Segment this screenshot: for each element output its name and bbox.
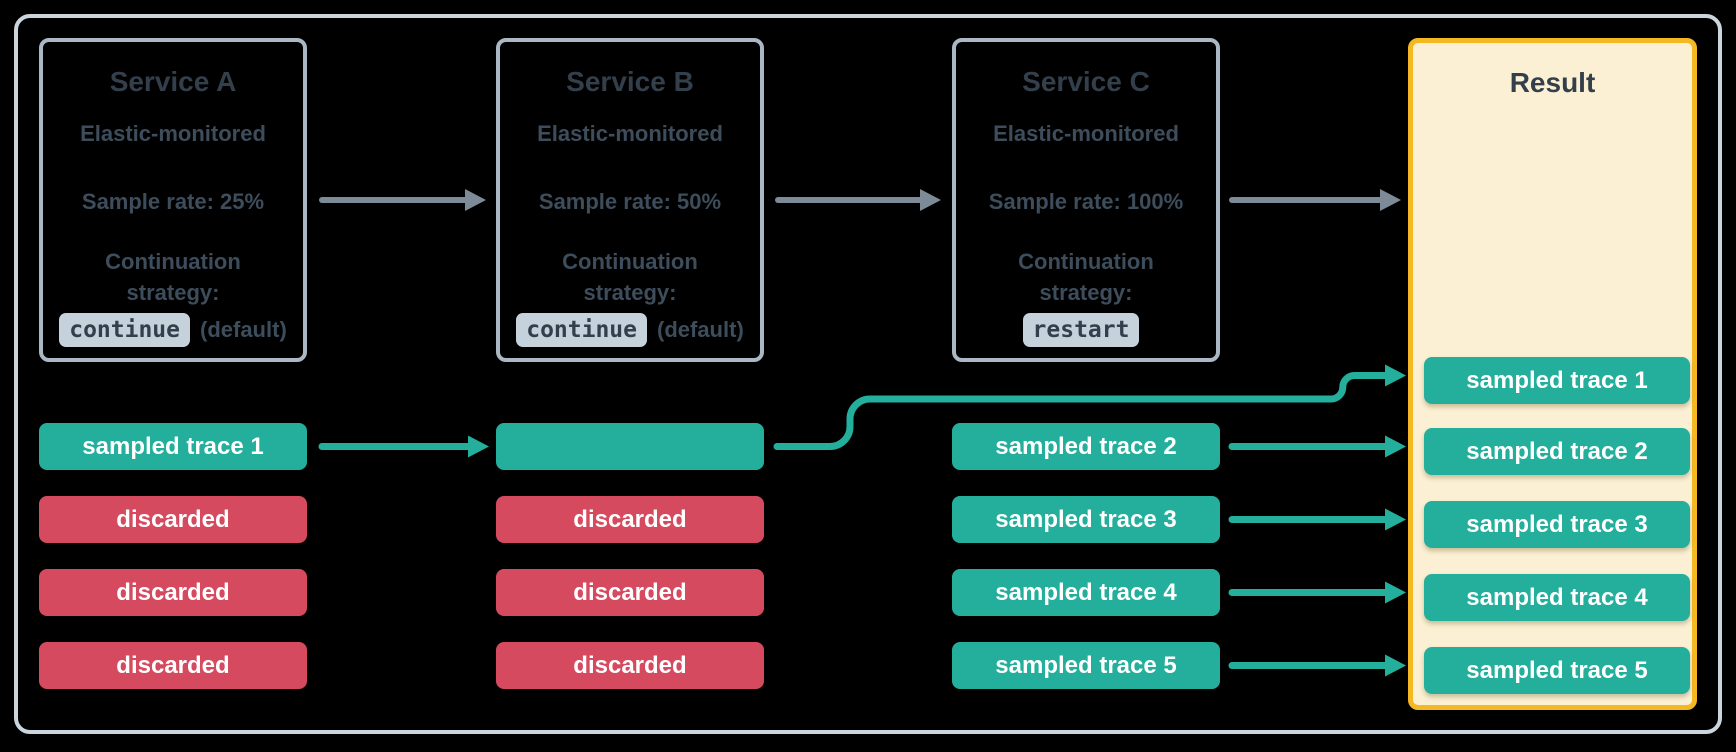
trace-chip: discarded: [496, 569, 764, 616]
service-c-continuation-label: Continuation strategy:: [1018, 249, 1154, 305]
result-box: Result sampled trace 1 sampled trace 2 s…: [1408, 38, 1697, 710]
service-c-sample-rate: Sample rate: 100%: [988, 189, 1184, 214]
service-a-box: Service A Elastic-monitored Sample rate:…: [39, 38, 307, 362]
result-chip-sampled-trace-5: sampled trace 5: [1424, 647, 1690, 694]
trace-chip: discarded: [39, 496, 307, 543]
service-c-title: Service C: [1022, 66, 1150, 97]
trace-chip: discarded: [496, 496, 764, 543]
service-a-strategy-row: continue (default): [43, 310, 303, 350]
service-b-strategy-row: continue (default): [500, 310, 760, 350]
trace-chip: sampled trace 2: [952, 423, 1220, 470]
service-c-box: Service C Elastic-monitored Sample rate:…: [952, 38, 1220, 362]
service-c-strategy-code: restart: [1022, 313, 1140, 347]
result-chip-sampled-trace-4: sampled trace 4: [1424, 574, 1690, 621]
service-b-strategy-note: (default): [657, 317, 744, 342]
trace-chip-unlabeled: [496, 423, 764, 470]
service-a-sample-rate: Sample rate: 25%: [81, 189, 265, 214]
trace-chip: sampled trace 4: [952, 569, 1220, 616]
service-b-sample-rate: Sample rate: 50%: [538, 189, 722, 214]
service-a-monitoring: Elastic-monitored: [80, 121, 266, 146]
trace-chip: discarded: [39, 642, 307, 689]
trace-chip: sampled trace 5: [952, 642, 1220, 689]
service-b-continuation-label: Continuation strategy:: [562, 249, 698, 305]
trace-chip: sampled trace 1: [39, 423, 307, 470]
service-a-strategy-code: continue: [59, 313, 190, 347]
service-b-strategy-code: continue: [516, 313, 647, 347]
service-b-monitoring: Elastic-monitored: [537, 121, 723, 146]
service-b-title: Service B: [566, 66, 694, 97]
trace-chip: discarded: [496, 642, 764, 689]
service-c-monitoring: Elastic-monitored: [993, 121, 1179, 146]
result-chip-sampled-trace-3: sampled trace 3: [1424, 501, 1690, 548]
service-a-title: Service A: [109, 66, 237, 97]
service-a-strategy-note: (default): [200, 317, 287, 342]
result-title: Result: [1509, 67, 1596, 98]
service-a-continuation-label: Continuation strategy:: [105, 249, 241, 305]
diagram-frame: [14, 14, 1722, 734]
result-chip-sampled-trace-2: sampled trace 2: [1424, 428, 1690, 475]
result-chip-sampled-trace-1: sampled trace 1: [1424, 357, 1690, 404]
service-c-strategy-row: restart: [956, 310, 1216, 350]
service-b-box: Service B Elastic-monitored Sample rate:…: [496, 38, 764, 362]
trace-chip: sampled trace 3: [952, 496, 1220, 543]
trace-chip: discarded: [39, 569, 307, 616]
